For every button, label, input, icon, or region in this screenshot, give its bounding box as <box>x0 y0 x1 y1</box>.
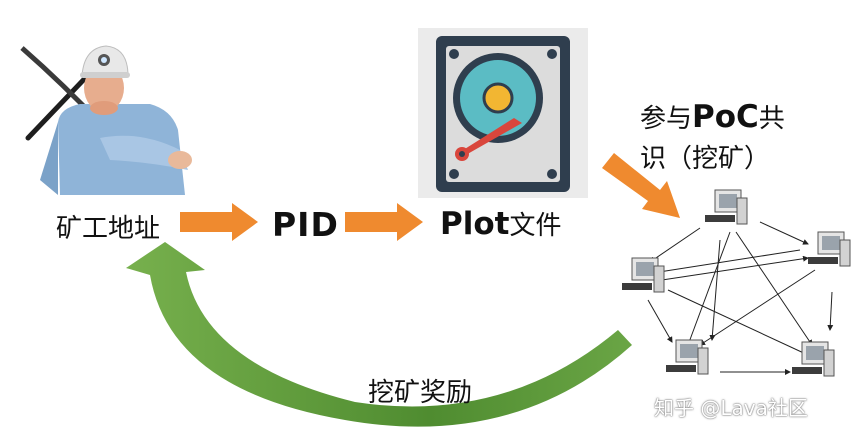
node-pid: PID <box>272 205 339 244</box>
arrow-pid-to-plot <box>345 203 423 241</box>
node-miner-address: 矿工地址 <box>56 214 161 244</box>
edge-poc-label: 参与PoC共 <box>640 98 785 135</box>
edge-poc-bold: PoC <box>692 99 759 135</box>
edge-poc-prefix: 参与 <box>640 104 693 134</box>
arrow-plot-to-network <box>602 153 680 218</box>
node-plot-file-bold: Plot <box>440 206 510 242</box>
edge-poc-label-line2: 识（挖矿） <box>640 144 771 174</box>
arrow-address-to-pid <box>180 203 258 241</box>
miner-photo-icon <box>20 45 192 195</box>
hard-drive-icon <box>418 28 588 198</box>
watermark: 知乎 @Lava社区 <box>654 396 808 420</box>
reward-arrow <box>126 242 632 427</box>
edge-poc-suffix: 共 <box>758 104 785 134</box>
node-plot-file-suffix: 文件 <box>509 211 562 241</box>
node-plot-file: Plot文件 <box>440 205 561 242</box>
edge-reward-label: 挖矿奖励 <box>368 378 473 408</box>
